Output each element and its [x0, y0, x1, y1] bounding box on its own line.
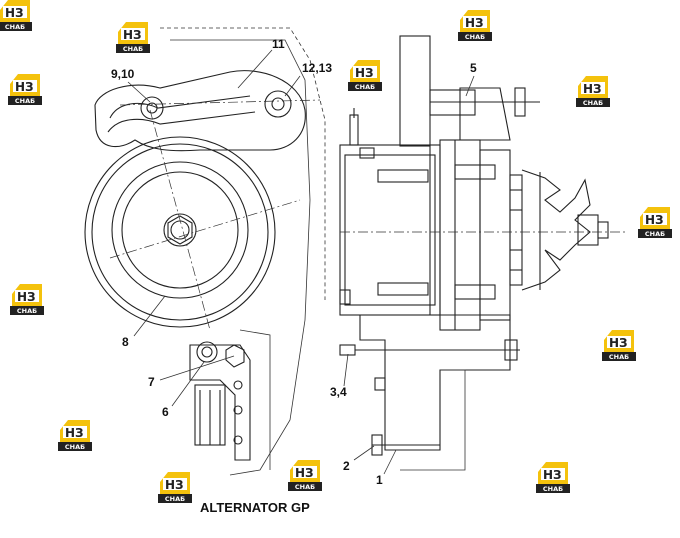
diagram-caption: ALTERNATOR GP [200, 500, 310, 515]
side-view [339, 35, 625, 471]
callout-2: 2 [343, 459, 350, 473]
leader-lines [127, 49, 475, 475]
watermark-logo: НЗ СНАБ [0, 0, 32, 31]
callout-7: 7 [148, 375, 155, 389]
callout-3-4: 3,4 [330, 385, 347, 399]
callout-5: 5 [470, 61, 477, 75]
callout-9-10: 9,10 [111, 67, 135, 81]
callout-1: 1 [376, 473, 383, 487]
callout-6: 6 [162, 405, 169, 419]
watermark-logos: НЗ СНАБ [0, 0, 672, 503]
front-view [84, 27, 326, 476]
watermark-text: СНАБ [5, 23, 25, 31]
callout-8: 8 [122, 335, 129, 349]
watermark-glyph: НЗ [5, 6, 24, 20]
callout-11: 11 [272, 37, 285, 51]
callout-labels: 11 9,10 12,13 5 8 7 6 3,4 2 1 [111, 37, 477, 487]
callout-12-13: 12,13 [302, 61, 332, 75]
